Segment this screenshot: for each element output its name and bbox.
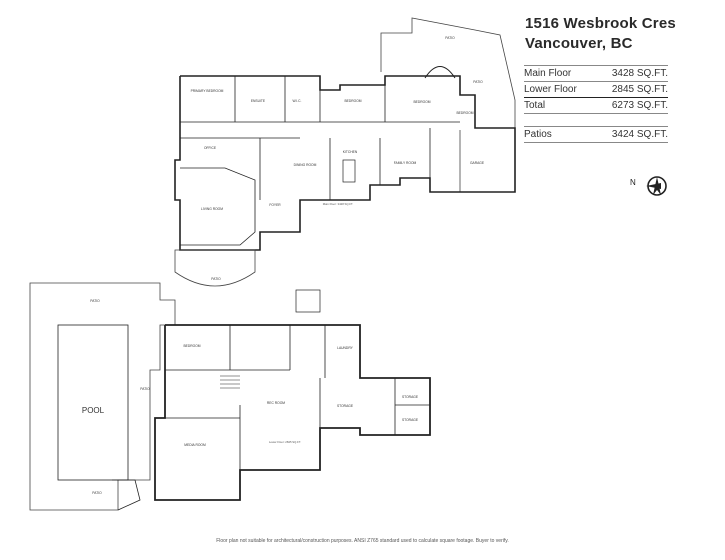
room-label: PATIO xyxy=(90,299,100,303)
area-value: 3428 SQ.FT. xyxy=(611,68,668,79)
area-label: Patios xyxy=(524,129,552,140)
area-value: 3424 SQ.FT. xyxy=(611,129,668,140)
patio-top-outline xyxy=(380,17,516,193)
room-label: PATIO xyxy=(445,36,455,40)
room-label: ENSUITE xyxy=(251,99,266,103)
lower-floor-plan xyxy=(29,282,431,511)
room-label: STORAGE xyxy=(402,395,419,399)
area-row-main: Main Floor 3428 SQ.FT. xyxy=(524,65,668,82)
main-floor-labels: PATIO PATIO PRIMARY BEDROOM ENSUITE W.I.… xyxy=(191,36,485,281)
area-row-lower: Lower Floor 2845 SQ.FT. xyxy=(524,82,668,98)
room-label: MEDIA ROOM xyxy=(184,443,206,447)
room-label: FOYER xyxy=(269,203,281,207)
room-label: BEDROOM xyxy=(413,100,430,104)
room-label: BEDROOM xyxy=(456,111,473,115)
room-label: REC ROOM xyxy=(267,401,285,405)
room-label: STORAGE xyxy=(337,404,354,408)
room-label: PATIO xyxy=(140,387,150,391)
area-label: Total xyxy=(524,100,546,111)
compass-north-label: N xyxy=(630,178,636,187)
address-city: Vancouver, BC xyxy=(525,35,633,52)
lower-floor-walls xyxy=(154,324,431,501)
room-label: PATIO xyxy=(92,491,102,495)
area-label: Main Floor xyxy=(524,68,572,79)
room-label: W.I.C. xyxy=(293,99,302,103)
disclaimer-footer: Floor plan not suitable for architectura… xyxy=(216,538,509,544)
room-label: LIVING ROOM xyxy=(201,207,223,211)
room-label: PATIO xyxy=(211,277,221,281)
room-label: FAMILY ROOM xyxy=(394,161,417,165)
room-label: BEDROOM xyxy=(183,344,200,348)
room-label: PRIMARY BEDROOM xyxy=(191,89,224,93)
address-street: 1516 Wesbrook Cres xyxy=(525,15,676,32)
area-table: Main Floor 3428 SQ.FT. Lower Floor 2845 … xyxy=(524,65,668,143)
area-value: 2845 SQ.FT. xyxy=(611,84,668,95)
room-label: KITCHEN xyxy=(343,150,358,154)
floor-area-note: Main Floor: 3428 SQ.FT. xyxy=(323,202,354,206)
lower-floor-labels: PATIO POOL PATIO PATIO BEDROOM LAUNDRY R… xyxy=(82,299,419,495)
area-value: 6273 SQ.FT. xyxy=(611,100,668,111)
room-label: STORAGE xyxy=(402,418,419,422)
room-label: BEDROOM xyxy=(344,99,361,103)
main-floor-plan xyxy=(174,17,516,287)
room-label: PATIO xyxy=(473,80,483,84)
room-label: GARAGE xyxy=(470,161,485,165)
room-label: DINING ROOM xyxy=(294,163,317,167)
area-row-patios: Patios 3424 SQ.FT. xyxy=(524,126,668,143)
floor-area-note: Lower Floor: 2845 SQ.FT. xyxy=(269,440,301,444)
room-label: LAUNDRY xyxy=(337,346,353,350)
area-label: Lower Floor xyxy=(524,84,577,95)
pool-label: POOL xyxy=(82,406,105,415)
patio-pool-outline xyxy=(29,282,176,511)
compass-icon xyxy=(646,176,667,196)
room-label: OFFICE xyxy=(204,146,217,150)
area-row-total: Total 6273 SQ.FT. xyxy=(524,98,668,114)
pool-outline xyxy=(57,324,129,481)
